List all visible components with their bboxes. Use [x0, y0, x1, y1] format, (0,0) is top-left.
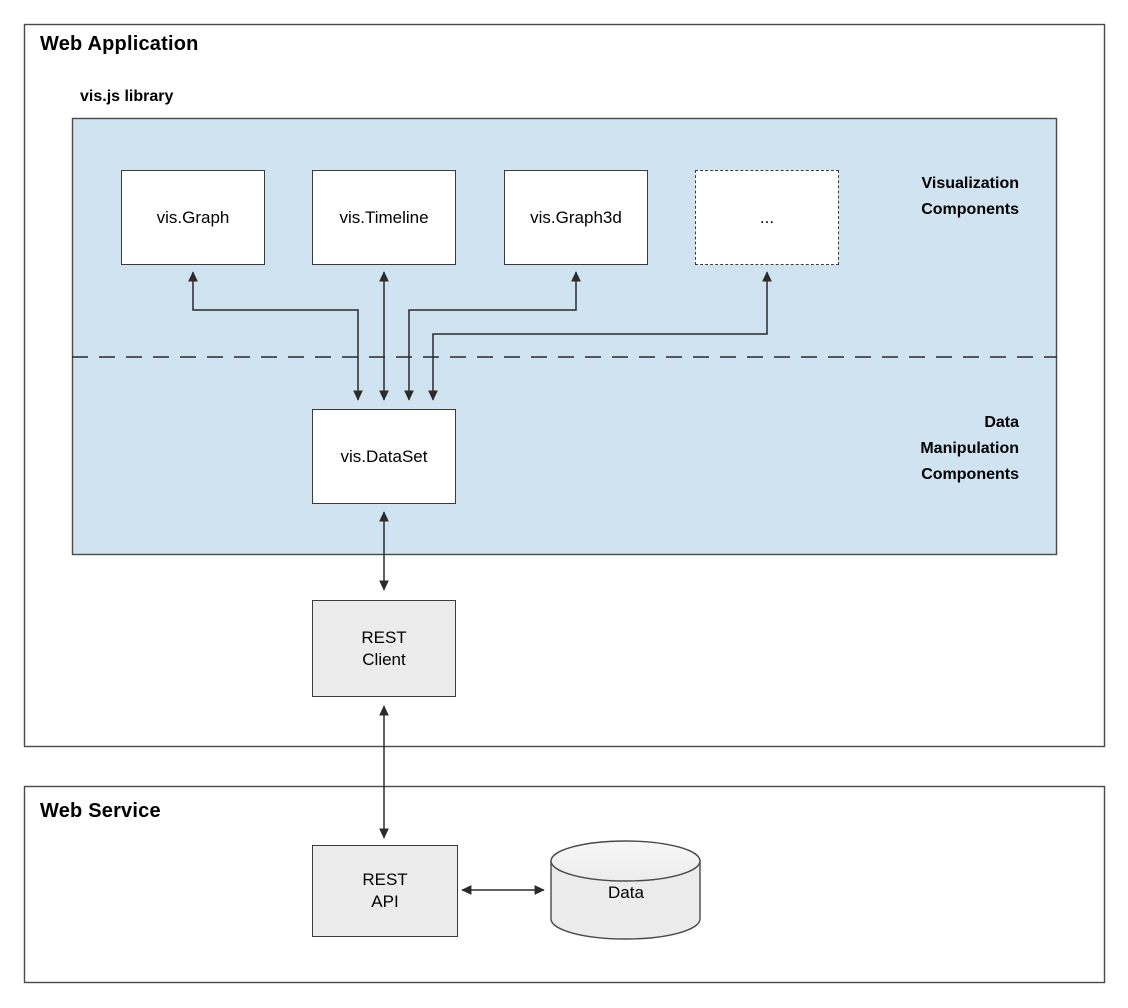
node-rest-client[interactable]: REST Client — [312, 600, 456, 697]
node-vis-dataset[interactable]: vis.DataSet — [312, 409, 456, 504]
node-vis-graph3d[interactable]: vis.Graph3d — [504, 170, 648, 265]
node-rest-api[interactable]: REST API — [312, 845, 458, 937]
node-more-components[interactable]: ... — [695, 170, 839, 265]
node-data-store-label: Data — [608, 883, 644, 902]
frame-web-application — [23, 23, 1106, 748]
group-label-data-manipulation-components: Data Manipulation Components — [920, 414, 1019, 483]
connector-dataset-to-vis-graph — [188, 271, 363, 401]
frame-web-service — [23, 785, 1106, 984]
frame-title-web-service: Web Service — [40, 800, 161, 822]
library-title: vis.js library — [80, 88, 174, 105]
connector-dataset-to-more-components — [428, 271, 772, 401]
group-label-visualization-components: Visualization Components — [921, 175, 1019, 218]
data-store-cylinder — [550, 840, 701, 940]
frame-title-web-application: Web Application — [40, 33, 199, 55]
node-vis-timeline[interactable]: vis.Timeline — [312, 170, 456, 265]
node-vis-graph[interactable]: vis.Graph — [121, 170, 265, 265]
